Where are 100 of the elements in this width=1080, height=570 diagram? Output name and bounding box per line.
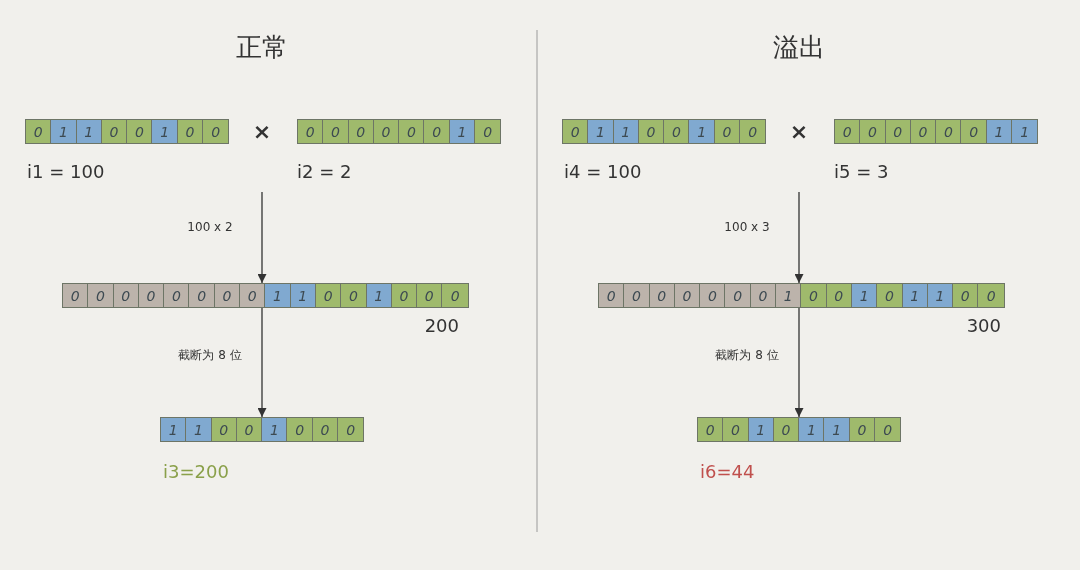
bit-cell: 1: [776, 284, 802, 307]
bit-cell: 0: [138, 284, 165, 307]
bit-cell: 0: [725, 284, 751, 307]
bit-cell: 0: [442, 284, 468, 307]
bit-cell: 0: [391, 284, 418, 307]
bit-cell: 0: [700, 284, 726, 307]
bit-cell: 1: [748, 418, 774, 441]
bit-cell: 0: [750, 284, 777, 307]
bit-cell: 0: [860, 120, 886, 143]
bit-cell: 1: [986, 120, 1013, 143]
bit-cell: 0: [599, 284, 625, 307]
arrow: [257, 191, 267, 284]
bit-register: [25, 119, 230, 144]
arrow: [257, 307, 267, 418]
bit-cell: 0: [240, 284, 266, 307]
bit-cell: 0: [910, 120, 937, 143]
bit-cell: 1: [76, 120, 102, 143]
bit-cell: 0: [877, 284, 903, 307]
bit-cell: 0: [287, 418, 313, 441]
bit-register: [160, 417, 365, 442]
bit-cell: 0: [211, 418, 237, 441]
multiply-sign: ×: [789, 118, 809, 144]
bit-cell: 0: [203, 120, 229, 143]
bit-cell: 0: [723, 418, 749, 441]
bit-cell: 0: [978, 284, 1004, 307]
bit-cell: 0: [189, 284, 215, 307]
bit-cell: 0: [740, 120, 766, 143]
arrow: [794, 191, 804, 284]
bit-cell: 1: [689, 120, 715, 143]
bit-cell: 0: [341, 284, 367, 307]
bit-cell: 1: [902, 284, 928, 307]
panel-heading: 溢出: [773, 31, 825, 64]
bit-register: [598, 283, 1005, 308]
bit-cell: 1: [1012, 120, 1038, 143]
bit-cell: 1: [51, 120, 77, 143]
bit-cell: 0: [63, 284, 89, 307]
bit-cell: 0: [649, 284, 675, 307]
bit-cell: 0: [424, 120, 450, 143]
value-label: i4 = 100: [564, 161, 642, 182]
bit-cell: 1: [449, 120, 476, 143]
bit-cell: 0: [674, 284, 701, 307]
bit-cell: 0: [885, 120, 911, 143]
bit-cell: 0: [961, 120, 987, 143]
bit-cell: 1: [186, 418, 212, 441]
bit-register: [562, 119, 767, 144]
bit-cell: 0: [849, 418, 876, 441]
bit-cell: 1: [265, 284, 291, 307]
bit-cell: 0: [338, 418, 364, 441]
bit-cell: 0: [953, 284, 979, 307]
bit-cell: 1: [588, 120, 614, 143]
bit-cell: 0: [26, 120, 52, 143]
bit-cell: 0: [236, 418, 263, 441]
bit-cell: 1: [613, 120, 639, 143]
bit-cell: 0: [698, 418, 724, 441]
bit-cell: 0: [714, 120, 741, 143]
bit-cell: 0: [88, 284, 114, 307]
multiply-sign: ×: [252, 118, 272, 144]
value-label: i5 = 3: [834, 161, 889, 182]
bit-cell: 0: [113, 284, 139, 307]
bit-cell: 1: [366, 284, 392, 307]
bit-cell: 0: [638, 120, 665, 143]
bit-cell: 0: [475, 120, 501, 143]
bit-cell: 0: [101, 120, 128, 143]
bit-cell: 0: [312, 418, 339, 441]
bit-register: [297, 119, 502, 144]
bit-cell: 1: [262, 418, 288, 441]
bit-cell: 0: [298, 120, 324, 143]
value-label: i2 = 2: [297, 161, 352, 182]
bit-cell: 0: [399, 120, 425, 143]
bit-cell: 1: [152, 120, 178, 143]
panel-heading: 正常: [236, 31, 288, 64]
bit-cell: 0: [164, 284, 190, 307]
value-label: 200: [424, 315, 459, 336]
value-label: 300: [966, 315, 1001, 336]
bit-cell: 0: [563, 120, 589, 143]
bit-cell: 0: [835, 120, 861, 143]
bit-register: [697, 417, 902, 442]
bit-register: [834, 119, 1039, 144]
bit-cell: 1: [927, 284, 954, 307]
bit-cell: 0: [936, 120, 962, 143]
bit-cell: 0: [773, 418, 800, 441]
value-label: i1 = 100: [27, 161, 105, 182]
bit-cell: 1: [799, 418, 825, 441]
bit-cell: 1: [851, 284, 878, 307]
bit-cell: 0: [315, 284, 342, 307]
arrow: [794, 307, 804, 418]
bit-cell: 1: [824, 418, 850, 441]
bit-cell: 0: [664, 120, 690, 143]
bit-cell: 1: [290, 284, 316, 307]
bit-cell: 1: [161, 418, 187, 441]
bit-cell: 0: [323, 120, 349, 143]
bit-cell: 0: [127, 120, 153, 143]
value-label: i6=44: [700, 461, 755, 482]
bit-cell: 0: [214, 284, 241, 307]
bit-cell: 0: [348, 120, 374, 143]
value-label: i3=200: [163, 461, 229, 482]
bit-cell: 0: [417, 284, 443, 307]
bit-cell: 0: [801, 284, 827, 307]
bit-cell: 0: [177, 120, 204, 143]
bit-cell: 0: [875, 418, 901, 441]
